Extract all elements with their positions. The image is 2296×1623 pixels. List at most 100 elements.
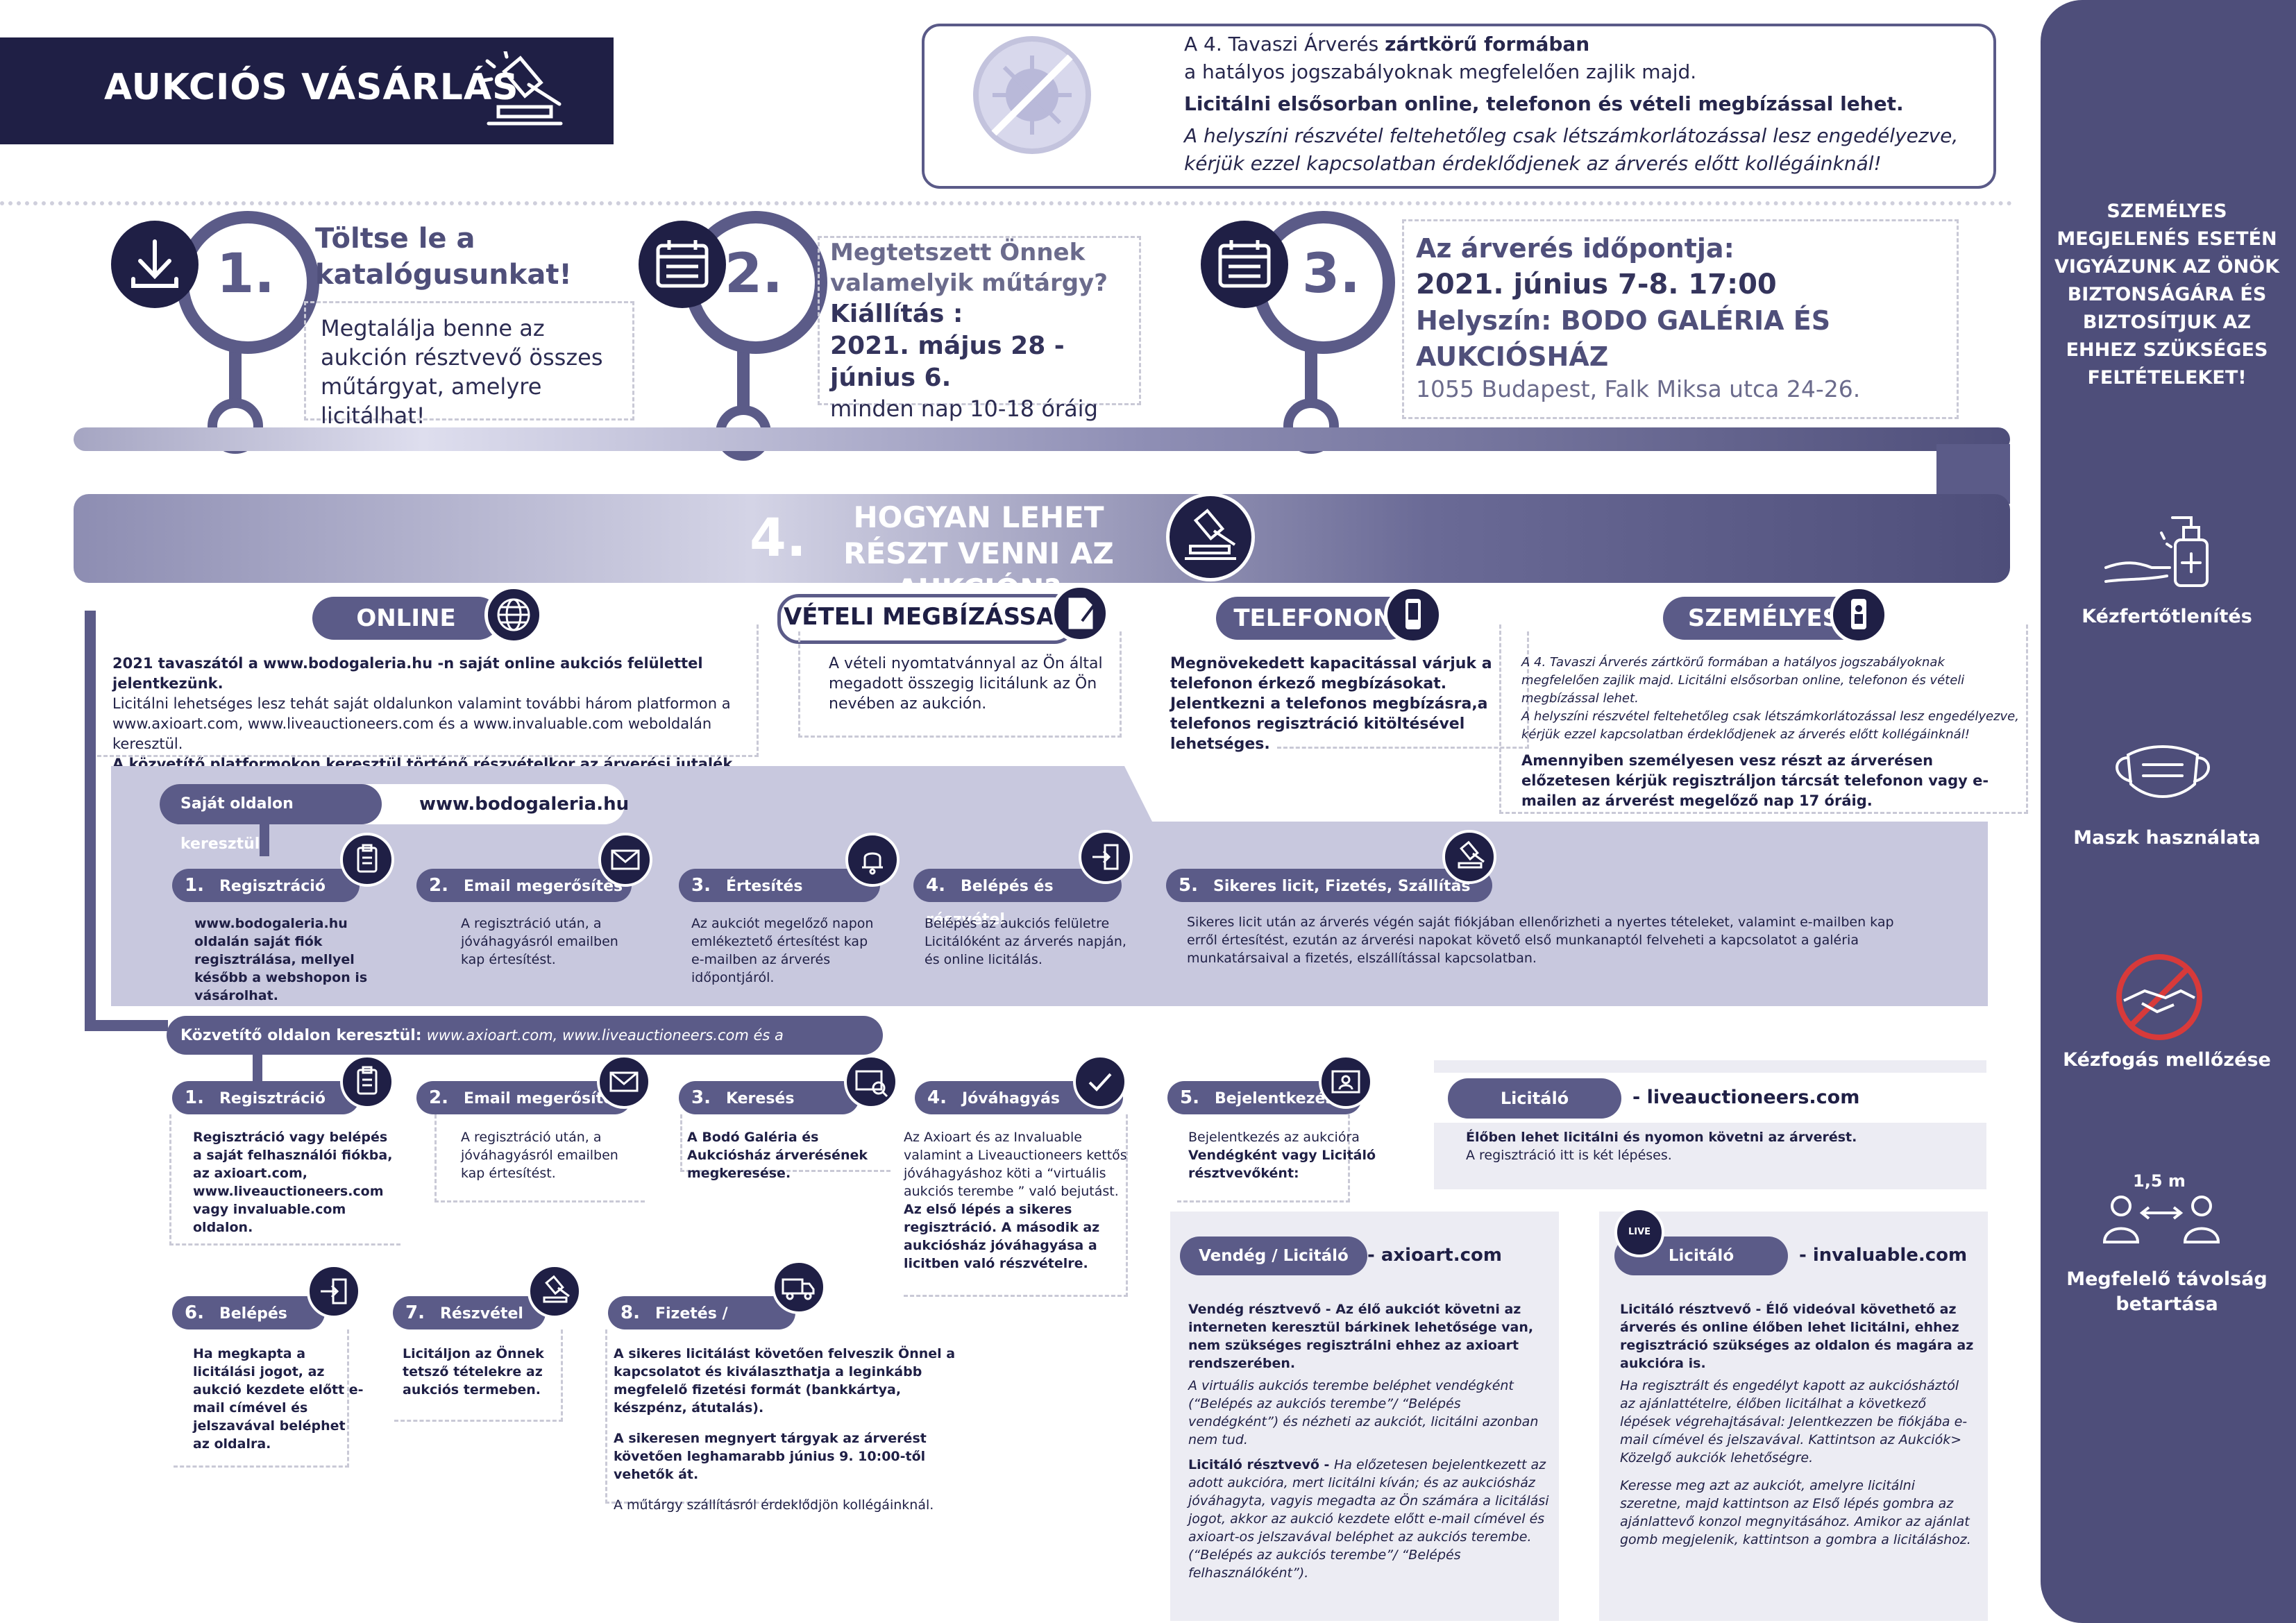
search-screen-icon [844,1055,898,1109]
gavel-icon [1166,493,1255,581]
document-icon [1051,584,1109,643]
own-step-3-text: Az aukciót megelőző napon emlékeztető ér… [691,916,874,985]
axio-text: Vendég résztvevő - Az élő aukciót követn… [1188,1302,1549,1581]
step-1-title: Töltse le a katalógusunkat! [315,223,572,291]
dotted-divider [0,201,2013,205]
int-step-7: 7.Részvétel [393,1296,546,1329]
section-4-banner [74,494,2010,583]
envelope-icon [598,833,652,887]
own-site-panel [111,822,1988,1006]
mask-icon [2107,741,2218,805]
person-icon [1830,586,1888,644]
step-2-text: Megtetszett Önnek valamelyik műtárgy? Ki… [830,237,1136,423]
live-site: - liveauctioneers.com [1632,1087,1860,1108]
download-icon [111,221,199,308]
int-step-2-text: A regisztráció után, a jóváhagyásról ema… [461,1130,618,1181]
gavel-icon [1442,830,1496,884]
intermediary-connector [85,1020,168,1031]
checkmark-icon [1073,1055,1127,1109]
virus-crossed-icon [973,36,1091,154]
login-icon [1079,830,1133,884]
szemelyes-box [1499,624,2028,814]
distance-icon [2100,1192,2222,1245]
own-site-connector [260,824,269,856]
truck-icon [772,1260,826,1314]
step-3-text: Az árverés időpontja: 2021. június 7-8. … [1416,230,1950,404]
int-step-1: 1.Regisztráció [172,1081,360,1114]
method-telefon: TELEFONON [1216,597,1410,640]
safety-heading: SZEMÉLYES MEGJELENÉS ESETÉN VIGYÁZUNK AZ… [2054,201,2280,389]
step-2-hours: minden nap 10-18 óráig [830,396,1098,422]
int-step-2-box [434,1114,645,1203]
int-step-3-box [680,1114,890,1172]
hand-sanitizer-icon [2103,512,2221,594]
step-3-number: 3. [1302,243,1360,305]
sidebar-item-label: Maszk használata [2073,827,2261,849]
own-step-5: 5.Sikeres licit, Fizetés, Szállítás [1166,869,1492,902]
distance-value: 1,5 m [2133,1171,2186,1191]
inv-text: Licitáló résztvevő - Élő videóval követh… [1620,1302,1974,1547]
globe-icon [484,586,543,644]
step-3-venue: Helyszín: BODO GALÉRIA ÉS AUKCIÓSHÁZ [1416,305,1831,372]
own-step-2-text: A regisztráció után, a jóváhagyásról ema… [461,916,618,967]
calendar-icon [639,221,726,308]
int-step-2: 2.Email megerősítés [416,1081,632,1114]
live-panel-top [1434,1060,1986,1073]
live-role-pill: Licitáló [1448,1078,1621,1119]
envelope-icon [597,1055,651,1109]
live-badge-icon: LIVE [1614,1207,1664,1257]
live-panel [1434,1123,1986,1189]
gavel-icon [527,1264,582,1318]
online-box [97,624,759,757]
int-step-6-text: Ha megkapta a licitálási jogot, az aukci… [193,1346,364,1452]
timeline-bar [74,427,2010,451]
sidebar-item-label: Kézfertőtlenítés [2082,606,2252,627]
own-step-3: 3.Értesítés [679,869,880,902]
own-site-url: www.bodogaleria.hu [419,794,630,815]
step-3-date: 2021. június 7-8. 17:00 [1416,269,1777,300]
covid-notice-box [922,24,1996,189]
no-handshake-icon [2114,952,2204,1042]
covid-notice-text: A 4. Tavaszi Árverés zártkörű formában a… [1184,33,1959,175]
int-step-5-box [1177,1114,1350,1203]
own-step-1-text: www.bodogaleria.hu oldalán saját fiók re… [194,916,368,1003]
step-3-address: 1055 Budapest, Falk Miksa utca 24-26. [1416,375,1861,402]
invaluable-panel [1599,1212,1988,1621]
szemelyes-text: A 4. Tavaszi Árverés zártkörű formában a… [1521,655,2019,809]
method-online: ONLINE [312,597,500,640]
id-card-icon [1319,1055,1373,1109]
own-step-5-text: Sikeres licit után az árverés végén sajá… [1187,915,1894,966]
clipboard-icon [340,1055,394,1109]
axio-role-pill: Vendég / Licitáló [1180,1237,1367,1275]
int-step-3: 3.Keresés [679,1081,859,1114]
telefon-text: Megnövekedett kapacitással várjuk a tele… [1170,655,1492,753]
int-step-6-box [174,1329,349,1468]
phone-icon [1384,586,1442,644]
step-3-label: Az árverés időpontja: [1416,233,1734,264]
safety-sidebar [2041,0,2296,1623]
telefon-box [1277,631,1529,749]
own-step-4-text: Belépés az aukciós felületre Licitálókén… [925,916,1126,967]
inv-site: - invaluable.com [1799,1245,1968,1266]
int-step-4-text: Az Axioart és az Invaluable valamint a L… [904,1130,1127,1271]
int-step-8: 8.Fizetés / szállítás [608,1296,795,1356]
step-1-text: Megtalálja benne az aukción résztvevő ös… [321,315,603,429]
own-step-4: 4.Belépés és részvétel [913,869,1122,928]
intermediary-banner: Közvetítő oldalon keresztül: www.axioart… [167,1016,883,1083]
step-2-box [818,236,1141,405]
timeline-connector [1936,444,2010,504]
intermediary-stem [253,1053,262,1084]
sidebar-item-label: Megfelelő távolság betartása [2066,1268,2268,1315]
int-step-3-text: A Bodó Galéria és Aukciósház árverésének… [687,1130,868,1181]
online-flow-line [85,611,96,1027]
login-icon [307,1264,361,1318]
page-title: AUKCIÓS VÁSÁRLÁS [104,67,519,108]
step-3-box [1402,219,1959,419]
veteli-text: A vételi nyomtatvánnyal az Ön által mega… [829,655,1103,713]
own-step-2: 2.Email megerősítés [416,869,632,902]
own-step-1: 1.Regisztráció [172,869,360,902]
sidebar-item-label: Kézfogás mellőzése [2063,1049,2271,1071]
int-step-7-text: Licitáljon az Önnek tetsző tételekre az … [403,1346,544,1397]
step-1-box [304,301,634,420]
int-step-8-box [605,1329,816,1504]
